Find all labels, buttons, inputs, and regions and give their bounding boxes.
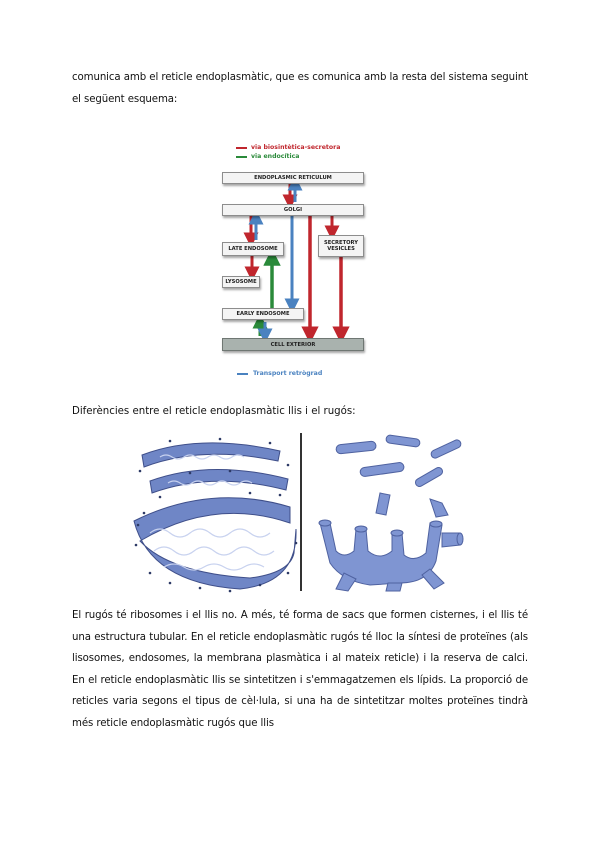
smooth-er-tubule [335, 440, 377, 455]
tubule-opening [318, 519, 332, 527]
tubule-opening [390, 529, 404, 537]
tubule-opening [429, 520, 443, 528]
intro-paragraph: comunica amb el reticle endoplasmàtic, q… [72, 72, 528, 105]
smooth-er-branch [335, 572, 357, 592]
smooth-er-network [319, 522, 443, 586]
blue-line-icon [237, 372, 248, 375]
comparison-divider [300, 433, 302, 591]
box-lysosome: LYSOSOME [222, 276, 260, 288]
smooth-er-illustration [318, 434, 464, 592]
legend-biosynthetic: via biosintètica-secretora [236, 144, 340, 151]
explanation-paragraph: El rugós té ribosomes i el llis no. A mé… [72, 610, 528, 729]
smooth-er-tubule [385, 434, 421, 448]
box-secretory-vesicles: SECRETORY VESICLES [318, 235, 364, 257]
smooth-er-tubule [359, 462, 405, 477]
smooth-er-tubule [430, 439, 462, 459]
pathway-arrows [243, 175, 350, 344]
box-golgi: GOLGI [222, 204, 364, 216]
box-cell-exterior: CELL EXTERIOR [222, 338, 364, 351]
green-line-icon [236, 155, 247, 158]
rough-er-illustration [133, 437, 298, 593]
rough-er-lower-stack [133, 497, 297, 590]
smooth-er-branch [429, 498, 449, 518]
transport-pathways-diagram: via biosintètica-secretora via endocític… [214, 136, 374, 386]
box-early-endosome: EARLY ENDOSOME [222, 308, 304, 320]
tubule-opening [456, 532, 464, 546]
er-comparison-caption: Diferències entre el reticle endoplasmàt… [72, 406, 356, 417]
smooth-er-branch [375, 492, 391, 516]
smooth-er-branch [385, 582, 403, 592]
box-er: ENDOPLASMIC RETICULUM [222, 172, 364, 184]
er-comparison-illustration [130, 433, 470, 593]
tubule-opening [354, 525, 368, 533]
red-line-icon [236, 146, 247, 149]
ribosome-dots [134, 437, 298, 593]
smooth-er-tubule [414, 466, 444, 487]
legend-endocytic: via endocítica [236, 153, 299, 160]
smooth-er-branch [421, 568, 445, 590]
box-late-endosome: LATE ENDOSOME [222, 242, 284, 256]
legend-retrograde: Transport retrògrad [237, 370, 322, 377]
